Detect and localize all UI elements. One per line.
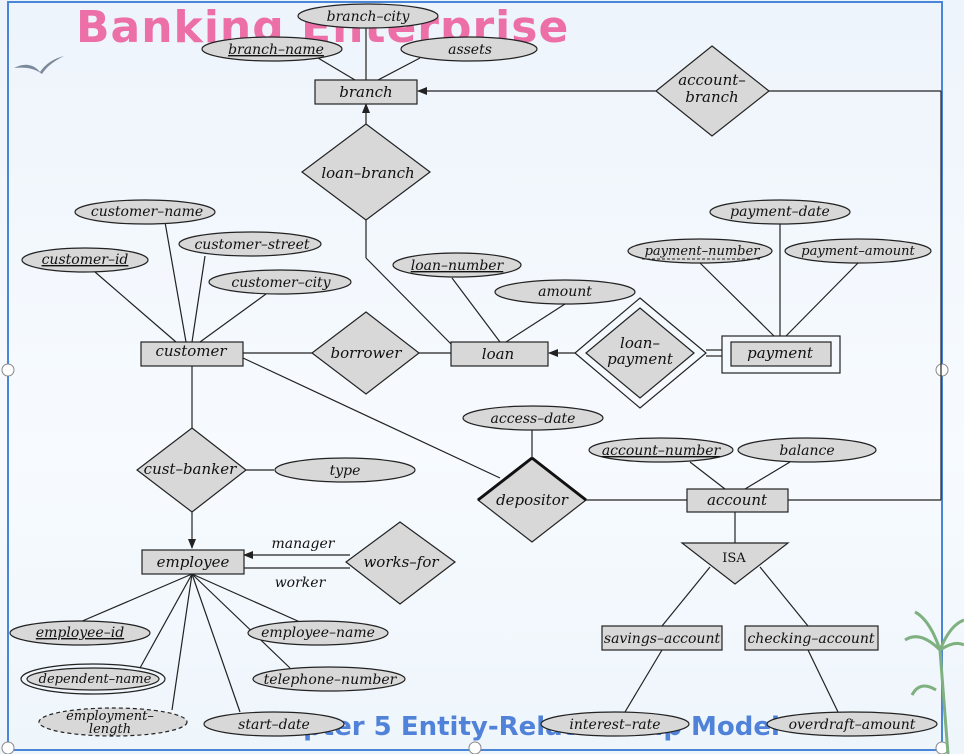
attr-label: customer–name [91, 204, 203, 220]
attr-account-number [588, 437, 734, 463]
attr-employee-name [247, 620, 389, 646]
entity-label: employee [157, 553, 230, 571]
attr-customer-city [208, 269, 352, 295]
relationship-label: works–for [363, 553, 439, 571]
attr-label: payment–number [645, 244, 761, 259]
entity-branch [314, 79, 418, 105]
relationship-cust-banker [136, 427, 247, 513]
attr-label: payment–amount [801, 244, 915, 259]
entity-customer [140, 341, 244, 367]
entity-label: payment [747, 344, 814, 362]
attr-label: amount [538, 284, 592, 300]
attr-label: payment–date [730, 204, 830, 220]
entity-label: customer [155, 342, 227, 360]
relationship-account-branch [655, 45, 770, 137]
attr-balance [737, 437, 877, 463]
attr-label: account–number [602, 443, 722, 459]
entity-loan [450, 341, 549, 367]
relationship-loan-branch [301, 123, 431, 221]
relationship-label: account– [678, 71, 746, 89]
entity-payment-outer [721, 335, 841, 374]
attr-label: employee–name [261, 625, 375, 641]
attr-label: branch–name [228, 42, 324, 58]
attr-label: length [89, 722, 131, 737]
attr-branch-name [201, 36, 343, 62]
attr-label: employee–id [36, 625, 124, 641]
frame-handle[interactable] [935, 363, 949, 377]
entity-savings-account [601, 625, 723, 651]
attr-assets [400, 36, 538, 62]
attr-label: start–date [238, 717, 310, 733]
attr-branch-city [297, 3, 439, 29]
relationship-loan-payment [585, 307, 695, 399]
relationship-borrower [311, 311, 420, 395]
entity-label: savings–account [604, 631, 721, 647]
attr-loan-number [392, 252, 522, 278]
relationship-label: cust–banker [144, 460, 237, 478]
relationship-label: depositor [496, 491, 569, 509]
attr-type [274, 457, 416, 483]
role-label-worker: worker [275, 575, 327, 591]
attr-label: type [330, 463, 361, 479]
relationship-loan-payment-outer [574, 297, 707, 409]
attr-employment-length [38, 707, 188, 737]
attr-payment-number [627, 238, 773, 264]
attr-label: customer–street [194, 237, 309, 253]
attr-interest-rate [540, 711, 690, 737]
relationship-label: branch [685, 88, 738, 106]
attr-dependent-name-outer [20, 663, 166, 695]
relationship-label: loan– [620, 334, 660, 352]
relationship-label: loan–branch [321, 164, 414, 182]
attr-label: balance [779, 443, 834, 459]
attr-payment-amount [784, 238, 932, 264]
attr-label: dependent–name [39, 672, 152, 687]
attr-label: access–date [491, 411, 576, 427]
entity-label: branch [339, 83, 392, 101]
relationship-works-for [345, 521, 457, 605]
attr-customer-id [21, 247, 149, 273]
entity-label: loan [482, 345, 514, 363]
attr-amount [494, 279, 636, 305]
isa-triangle [680, 542, 790, 585]
isa-label: ISA [722, 551, 746, 566]
attr-label: customer–id [42, 252, 129, 268]
entity-label: checking–account [747, 631, 874, 647]
attr-customer-street [178, 231, 322, 257]
attr-dependent-name [26, 667, 160, 691]
attr-telephone-number [252, 666, 406, 692]
attr-payment-date [709, 199, 851, 225]
relationship-label: payment [607, 350, 674, 368]
attr-access-date [462, 405, 604, 431]
attr-label: assets [448, 42, 492, 58]
attr-label: interest–rate [569, 717, 660, 733]
attr-customer-name [74, 199, 216, 225]
attr-label: employment– [66, 709, 154, 724]
attr-label: overdraft–amount [789, 717, 916, 733]
frame-handle[interactable] [1, 741, 15, 754]
entity-employee [141, 549, 245, 575]
attr-label: loan–number [411, 258, 505, 274]
bird-icon [14, 56, 64, 74]
palm-tree-icon [904, 610, 964, 754]
attr-label: telephone–number [264, 672, 398, 688]
attr-employee-id [9, 620, 151, 646]
attr-label: branch–city [327, 9, 411, 25]
relationship-label: borrower [331, 344, 403, 362]
role-label-manager: manager [272, 536, 336, 552]
entity-label: account [707, 491, 768, 509]
attr-label: customer–city [231, 275, 331, 291]
frame-handle[interactable] [468, 741, 482, 754]
entity-payment [730, 341, 832, 367]
attr-start-date [203, 711, 345, 737]
attr-overdraft-amount [766, 711, 938, 737]
frame-handle[interactable] [1, 363, 15, 377]
entity-account [686, 488, 789, 513]
entity-checking-account [744, 625, 879, 651]
